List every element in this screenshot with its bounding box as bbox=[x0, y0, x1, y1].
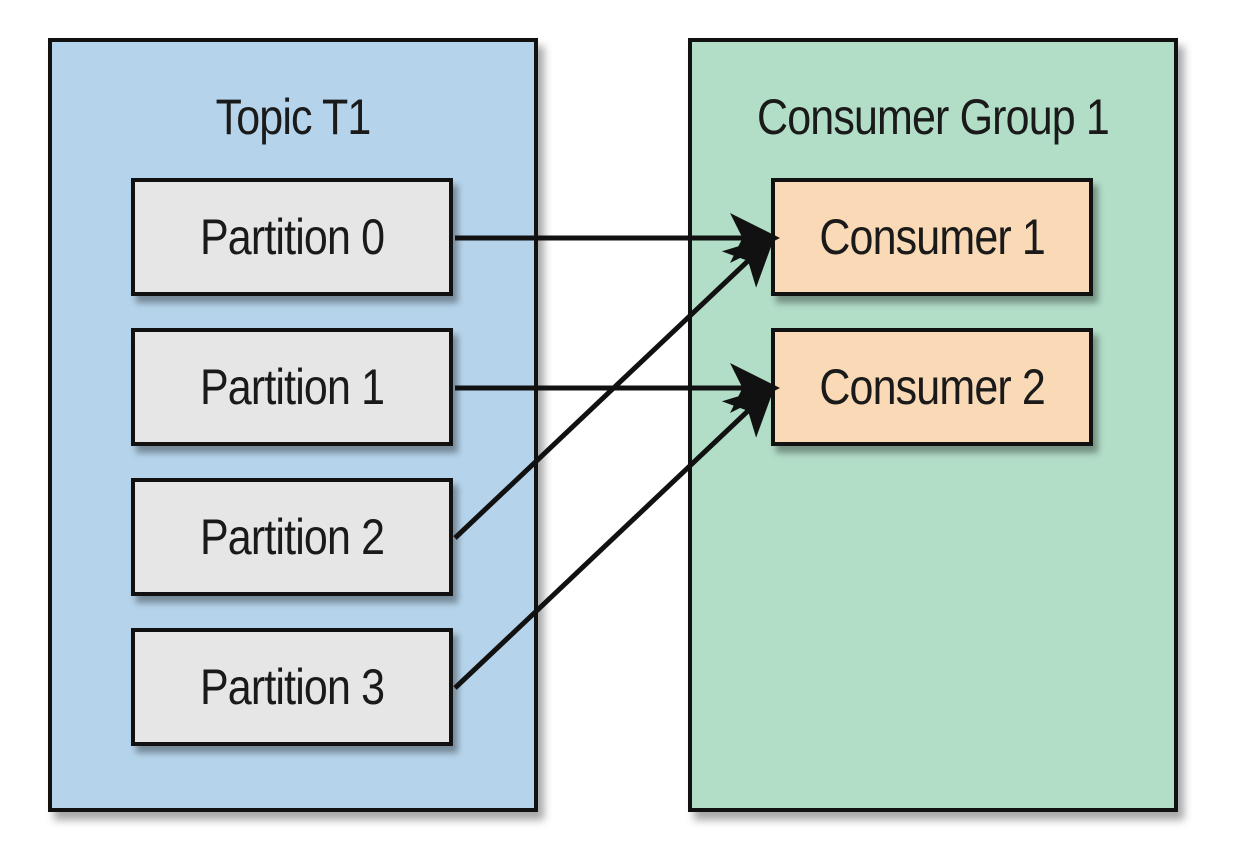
partition-1-label: Partition 1 bbox=[199, 359, 385, 415]
partition-3-box: Partition 3 bbox=[131, 628, 453, 746]
consumer-2-label: Consumer 2 bbox=[819, 359, 1045, 415]
consumer-2-box: Consumer 2 bbox=[771, 328, 1093, 446]
topic-title: Topic T1 bbox=[215, 89, 372, 145]
partition-1-box: Partition 1 bbox=[131, 328, 453, 446]
consumer-1-box: Consumer 1 bbox=[771, 178, 1093, 296]
partition-2-box: Partition 2 bbox=[131, 478, 453, 596]
consumer-1-label: Consumer 1 bbox=[819, 209, 1045, 265]
partition-3-label: Partition 3 bbox=[199, 659, 385, 715]
partition-2-label: Partition 2 bbox=[199, 509, 385, 565]
partition-0-label: Partition 0 bbox=[199, 209, 385, 265]
consumer-group-title: Consumer Group 1 bbox=[757, 89, 1110, 145]
partition-0-box: Partition 0 bbox=[131, 178, 453, 296]
